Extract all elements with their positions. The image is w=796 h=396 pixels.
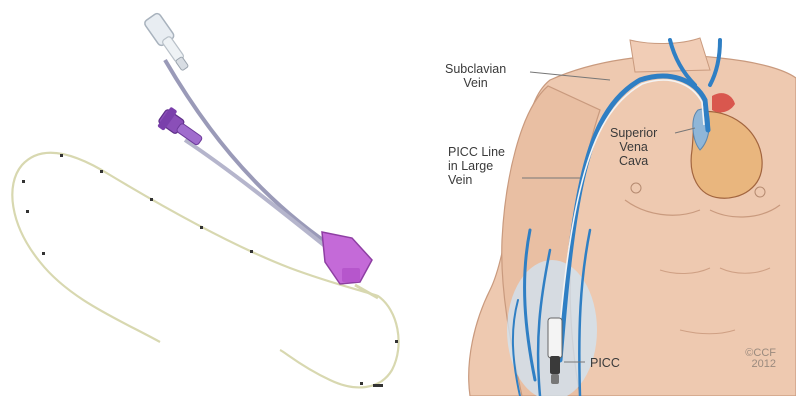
catheter-photo xyxy=(0,0,430,396)
extension-line-1 xyxy=(165,60,330,245)
label-picc: PICC xyxy=(590,356,620,370)
catheter-illustration xyxy=(0,0,430,396)
copyright-text: ©CCF 2012 xyxy=(730,348,776,370)
torso-illustration xyxy=(430,0,796,396)
extension-line-2 xyxy=(185,140,330,250)
label-superior-vena-cava: Superior Vena Cava xyxy=(610,126,657,168)
anatomy-illustration: Subclavian Vein Superior Vena Cava PICC … xyxy=(430,0,796,396)
label-subclavian-vein: Subclavian Vein xyxy=(445,62,506,90)
label-picc-line: PICC Line in Large Vein xyxy=(448,145,505,187)
